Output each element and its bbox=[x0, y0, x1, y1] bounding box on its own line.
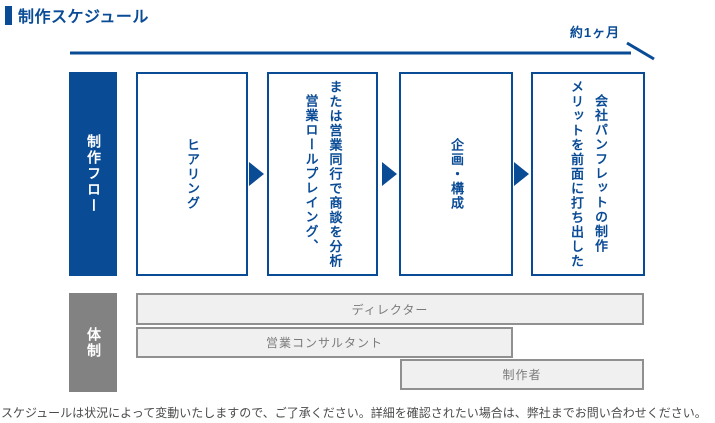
flow-step-hearing: ヒアリング bbox=[136, 72, 248, 276]
flow-header-label: 制作フロー bbox=[85, 134, 102, 214]
role-bar-director: ディレクター bbox=[136, 293, 644, 325]
flow-step-production: メリットを前面に打ち出した 会社パンフレットの制作 bbox=[531, 72, 645, 276]
team-header: 体制 bbox=[69, 293, 117, 392]
role-label: 営業コンサルタント bbox=[265, 336, 383, 350]
duration-label: 約1ヶ月 bbox=[569, 25, 621, 40]
flow-step-label: メリットを前面に打ち出した 会社パンフレットの制作 bbox=[569, 79, 609, 269]
flow-step-label: ヒアリング bbox=[185, 137, 201, 211]
title-accent-bar bbox=[5, 5, 12, 25]
footnote: スケジュールは状況によって変動いたしますので、ご了承ください。詳細を確認されたい… bbox=[1, 406, 707, 420]
role-bar-producer: 制作者 bbox=[400, 359, 644, 390]
flow-arrow-icon bbox=[249, 162, 264, 186]
page-title: 制作スケジュール bbox=[18, 9, 149, 26]
team-header-label: 体制 bbox=[85, 326, 102, 359]
role-label: 制作者 bbox=[502, 368, 542, 382]
flow-arrow-icon bbox=[382, 162, 397, 186]
timeline-arrow-icon bbox=[70, 41, 655, 61]
role-label: ディレクター bbox=[351, 302, 429, 317]
flow-step-planning: 企画・構成 bbox=[399, 72, 513, 276]
flow-step-label: 営業ロールプレイング、 または営業同行で商談を分析 bbox=[303, 79, 343, 269]
flow-arrow-icon bbox=[514, 162, 529, 186]
flow-step-analysis: 営業ロールプレイング、 または営業同行で商談を分析 bbox=[267, 72, 378, 276]
page-title-row: 制作スケジュール bbox=[5, 3, 149, 27]
flow-step-label: 企画・構成 bbox=[449, 137, 465, 211]
flow-header: 制作フロー bbox=[69, 72, 117, 276]
role-bar-sales-consultant: 営業コンサルタント bbox=[136, 327, 513, 358]
